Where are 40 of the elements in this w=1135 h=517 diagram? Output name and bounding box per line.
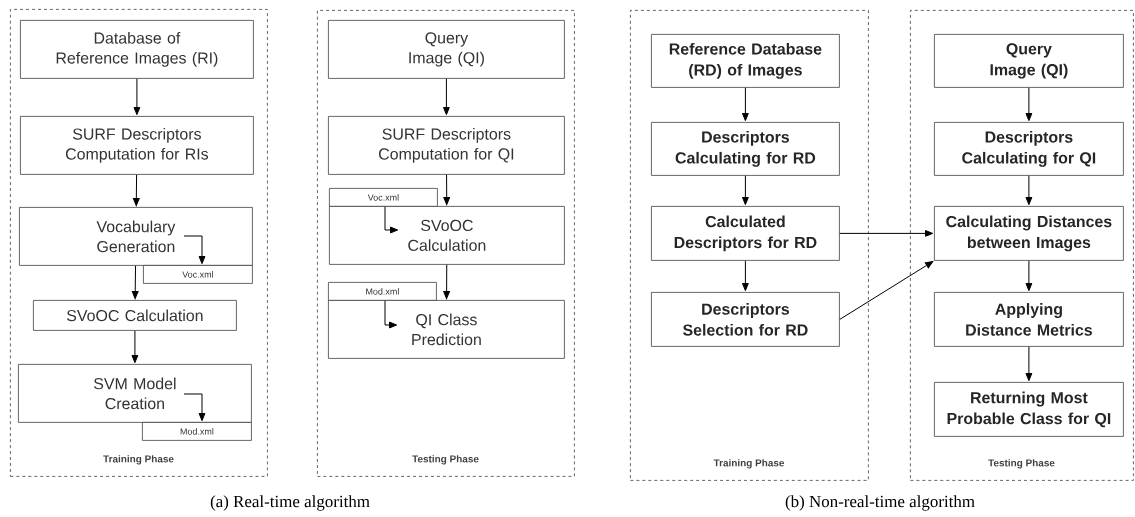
process-box: Query Image (QI) <box>934 34 1124 88</box>
arrow <box>1025 346 1033 382</box>
file-tab: Voc.xml <box>143 265 253 284</box>
figure-caption: (a) Real-time algorithm <box>210 495 370 511</box>
process-box: Applying Distance Metrics <box>934 292 1124 347</box>
arrow <box>384 206 399 234</box>
process-box: SURF Descriptors Computation for RIs <box>20 116 254 175</box>
arrow <box>183 235 206 265</box>
file-tab: Voc.xml <box>329 188 438 207</box>
process-box: Descriptors Selection for RD <box>651 292 840 347</box>
file-tab: Mod.xml <box>142 422 252 441</box>
arrow <box>131 265 139 300</box>
arrow <box>742 175 749 206</box>
arrow <box>384 300 398 329</box>
arrow <box>443 174 451 206</box>
file-tab: Mod.xml <box>328 282 437 301</box>
process-box: Descriptors Calculating for RD <box>651 122 840 176</box>
arrow <box>742 87 749 122</box>
arrow <box>133 78 141 116</box>
process-box: Calculating Distances between Images <box>934 206 1124 261</box>
process-box: Calculated Descriptors for RD <box>651 206 840 261</box>
arrow <box>131 330 139 364</box>
figure-caption: (b) Non-real-time algorithm <box>785 495 975 511</box>
arrow <box>1025 175 1033 206</box>
arrow <box>1025 260 1033 292</box>
arrow <box>742 260 749 292</box>
arrow <box>443 264 450 300</box>
arrow <box>1025 87 1033 122</box>
process-box: Returning Most Probable Class for QI <box>934 382 1124 437</box>
process-box: SVoOC Calculation <box>33 300 237 331</box>
arrow <box>839 261 934 320</box>
process-box: SURF Descriptors Computation for QI <box>328 116 565 175</box>
process-box: Database of Reference Images (RI) <box>20 20 254 79</box>
arrow <box>443 78 450 116</box>
process-box: Reference Database (RD) of Images <box>651 34 840 88</box>
process-box: Query Image (QI) <box>328 20 565 79</box>
arrow <box>132 174 140 207</box>
process-box: Descriptors Calculating for QI <box>934 122 1124 176</box>
arrow <box>183 393 206 422</box>
arrow <box>839 230 934 237</box>
